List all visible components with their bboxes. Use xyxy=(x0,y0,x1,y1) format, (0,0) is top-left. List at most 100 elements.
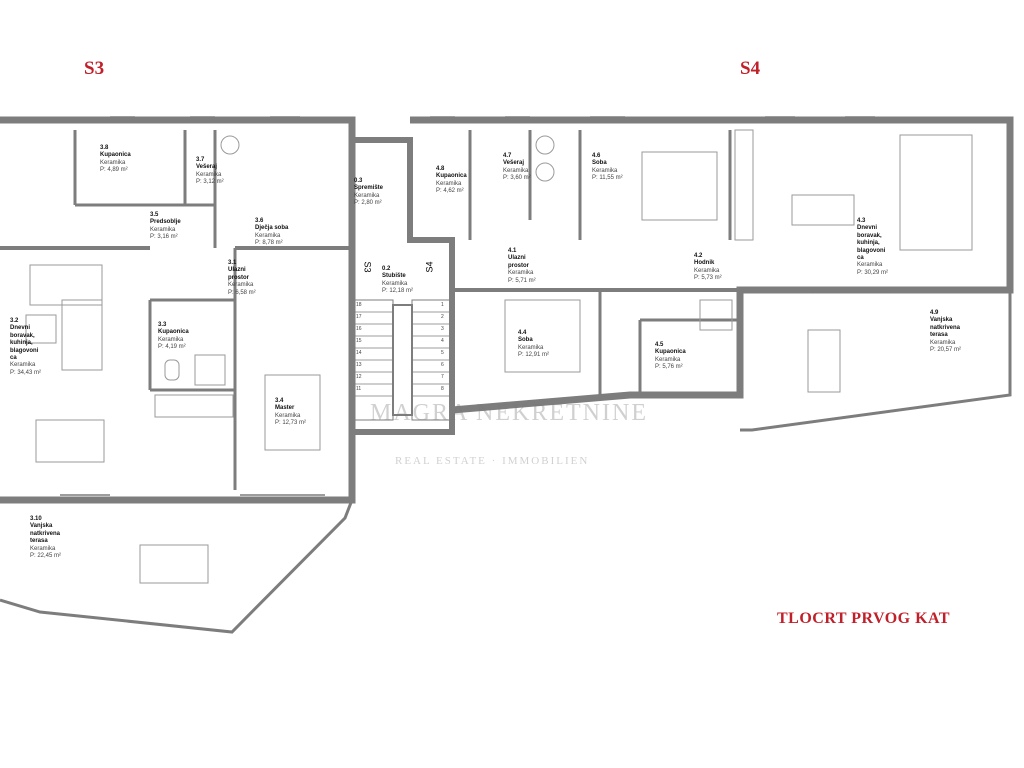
stair-step-number: 3 xyxy=(441,326,444,332)
room-material: Keramika xyxy=(196,171,222,178)
room-name: Dnevni boravak, kuhinja, blagovoni ca xyxy=(857,225,886,262)
room-area: P: 6,58 m² xyxy=(228,289,256,296)
room-name: Vanjska natkrivena terasa xyxy=(30,523,61,545)
coffee-table-3-2 xyxy=(25,314,57,344)
room-area: P: 12,73 m² xyxy=(275,420,307,427)
room-name: Stubište xyxy=(382,273,406,280)
room-area: P: 5,71 m² xyxy=(508,277,536,284)
room-name: Kupaonica xyxy=(158,329,189,336)
stair-step-number: 17 xyxy=(356,314,362,320)
room-number: 4.5 xyxy=(655,342,664,348)
stair-step-number: 18 xyxy=(356,302,362,308)
unit-label-s4: S4 xyxy=(740,58,761,79)
room-material: Keramika xyxy=(354,192,380,199)
room-number: 0.3 xyxy=(354,178,363,184)
stair-step-number: 8 xyxy=(441,386,444,392)
dining-table-3-2 xyxy=(35,419,105,463)
room-name: Kupaonica xyxy=(655,349,686,356)
room-material: Keramika xyxy=(275,412,301,419)
s3-terrace-outline xyxy=(0,498,355,634)
room-material: Keramika xyxy=(518,344,544,351)
room-number: 3.7 xyxy=(196,157,205,163)
room-material: Keramika xyxy=(255,232,281,239)
bed-4-6 xyxy=(641,151,718,221)
stair-step-number: 6 xyxy=(441,362,444,368)
room-area: P: 3,12 m² xyxy=(196,179,224,186)
kitchen-4-3 xyxy=(734,129,754,241)
room-area: P: 12,91 m² xyxy=(518,352,550,359)
room-area: P: 4,89 m² xyxy=(100,167,128,174)
room-name: Predsoblje xyxy=(150,219,181,226)
room-name: Soba xyxy=(518,337,533,344)
stair-step-number: 5 xyxy=(441,350,444,356)
stair-step-number: 14 xyxy=(356,350,362,356)
room-number: 4.1 xyxy=(508,248,517,254)
room-name: Ulazni prostor xyxy=(228,267,249,281)
room-area: P: 34,43 m² xyxy=(10,369,42,376)
room-area: P: 4,62 m² xyxy=(436,188,464,195)
room-number: 3.10 xyxy=(30,516,42,522)
room-name: Kupaonica xyxy=(436,173,467,180)
room-area: P: 4,19 m² xyxy=(158,344,186,351)
room-name: Vešeraj xyxy=(503,160,525,167)
room-name: Vešeraj xyxy=(196,164,218,171)
dining-table-4-3 xyxy=(791,194,855,226)
room-area: P: 20,57 m² xyxy=(930,347,962,354)
room-material: Keramika xyxy=(228,282,254,289)
shower-4-5 xyxy=(699,299,733,331)
room-name: Dječja soba xyxy=(255,225,289,232)
room-area: P: 11,55 m² xyxy=(592,175,623,182)
stair-step-number: 11 xyxy=(356,386,362,392)
washer-4-7b xyxy=(535,162,555,182)
stair-step-number: 4 xyxy=(441,338,444,344)
stair-step-number: 12 xyxy=(356,374,362,380)
room-area: P: 3,60 m² xyxy=(503,175,531,182)
room-number: 3.1 xyxy=(228,260,237,266)
stair-step-number: 13 xyxy=(356,362,362,368)
watermark-line2: REAL ESTATE · IMMOBILIEN xyxy=(395,455,590,467)
washer-4-7 xyxy=(535,135,555,155)
room-name: Dnevni boravak, kuhinja, blagovoni ca xyxy=(10,325,39,362)
room-area: P: 2,80 m² xyxy=(354,200,382,207)
room-name: Hodnik xyxy=(694,260,715,267)
room-material: Keramika xyxy=(158,336,184,343)
room-material: Keramika xyxy=(10,362,36,369)
room-material: Keramika xyxy=(30,545,56,552)
room-material: Keramika xyxy=(508,270,534,277)
room-number: 4.3 xyxy=(857,218,866,224)
stair-arrow-left-label: S3 xyxy=(362,261,373,273)
stair-step-number: 1 xyxy=(441,302,444,308)
room-number: 0.2 xyxy=(382,266,391,272)
room-material: Keramika xyxy=(436,180,462,187)
room-number: 4.4 xyxy=(518,330,527,336)
dining-table-3-10 xyxy=(139,544,209,584)
dining-table-4-9 xyxy=(807,329,841,393)
stair-step-number: 2 xyxy=(441,314,444,320)
room-area: P: 12,18 m² xyxy=(382,288,414,295)
room-material: Keramika xyxy=(655,356,681,363)
floor-plan-title: TLOCRT PRVOG KAT xyxy=(777,610,951,627)
room-name: Spremište xyxy=(354,185,384,192)
room-number: 4.8 xyxy=(436,166,445,172)
bed-3-4 xyxy=(264,374,321,451)
watermark-line1: MAGRA NEKRETNINE xyxy=(370,400,648,426)
room-number: 3.3 xyxy=(158,322,167,328)
unit-label-s3: S3 xyxy=(84,58,105,79)
room-number: 3.8 xyxy=(100,145,109,151)
